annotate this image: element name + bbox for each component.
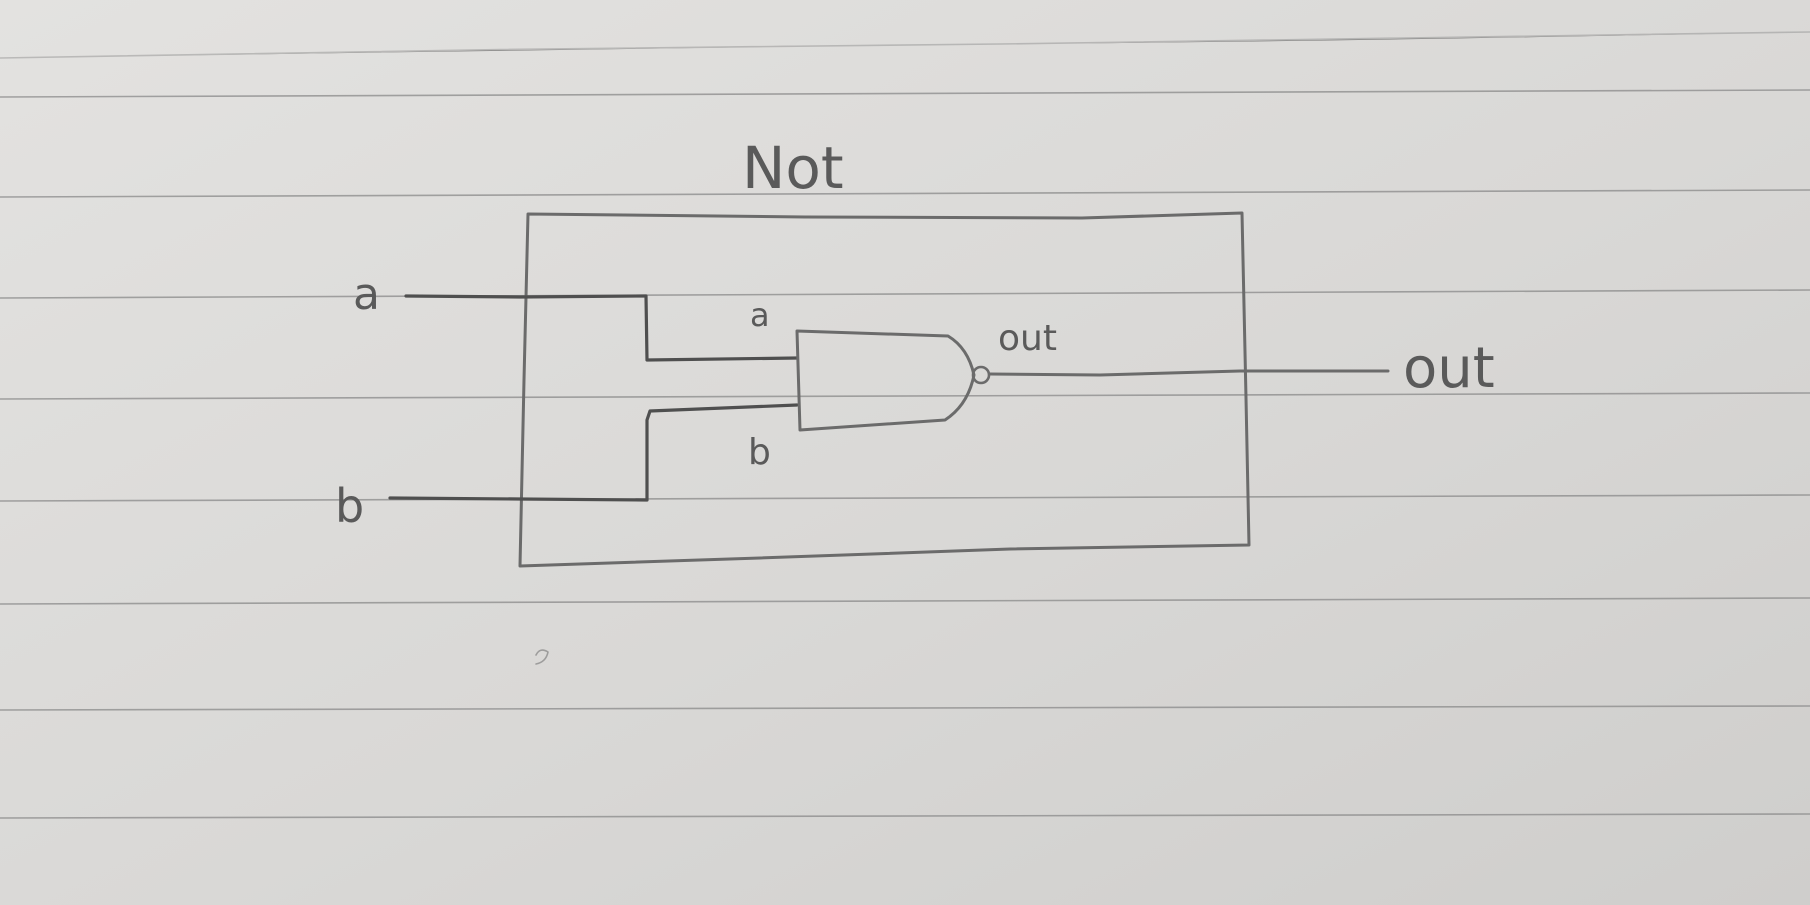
wire-b [388, 403, 799, 502]
chip-boundary [518, 211, 1251, 568]
input-label-b: b [335, 479, 364, 533]
stray-mark [535, 649, 549, 665]
wire-a [404, 294, 799, 362]
output-label: out [1403, 336, 1495, 401]
wire-out [988, 369, 1390, 377]
ruled-lines [0, 31, 1810, 819]
chip-title: Not [742, 134, 844, 202]
input-label-a: a [353, 269, 380, 320]
gate-input-label-a: a [750, 296, 770, 334]
gate-input-label-b: b [748, 432, 771, 473]
gate-output-label: out [998, 318, 1057, 359]
